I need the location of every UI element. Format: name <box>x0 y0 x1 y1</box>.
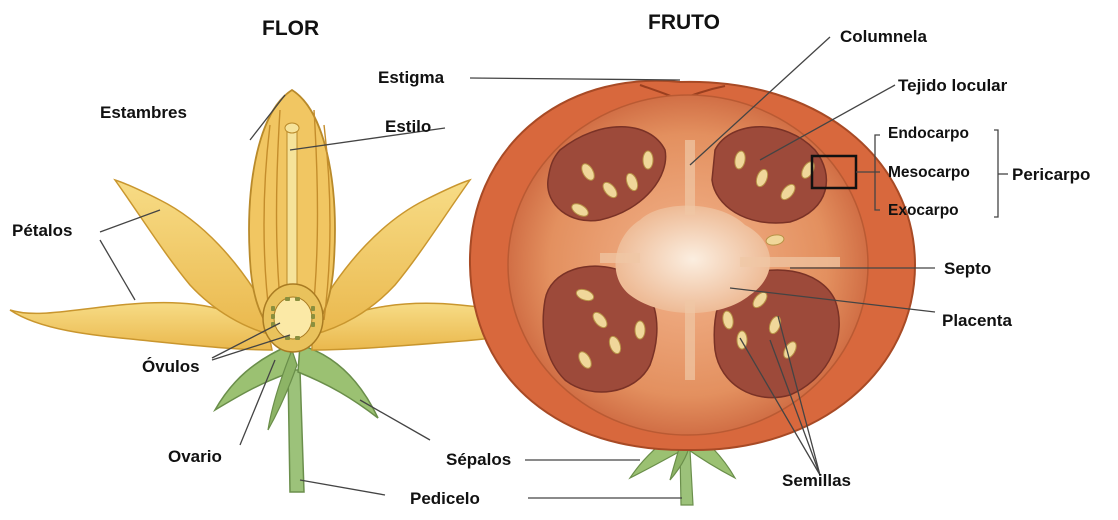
label-ovulos: Óvulos <box>142 358 200 375</box>
flower-pedicel <box>288 370 304 492</box>
fruit-title: FRUTO <box>648 12 720 33</box>
label-endocarpo: Endocarpo <box>888 126 969 142</box>
flower-title: FLOR <box>262 18 319 39</box>
label-estigma: Estigma <box>378 69 444 86</box>
label-sepalos: Sépalos <box>446 451 511 468</box>
label-estilo: Estilo <box>385 118 431 135</box>
label-placenta: Placenta <box>942 312 1012 329</box>
flower-style <box>287 128 297 298</box>
label-petalos: Pétalos <box>12 222 72 239</box>
fruit-illustration <box>470 81 915 505</box>
label-ovario: Ovario <box>168 448 222 465</box>
label-pericarpo: Pericarpo <box>1012 166 1090 183</box>
label-septo: Septo <box>944 260 991 277</box>
label-pedicelo: Pedicelo <box>410 490 480 507</box>
label-semillas: Semillas <box>782 472 851 489</box>
label-exocarpo: Exocarpo <box>888 203 959 219</box>
label-estambres: Estambres <box>100 104 187 121</box>
label-columnela: Columnela <box>840 28 927 45</box>
label-mesocarpo: Mesocarpo <box>888 165 970 181</box>
label-tejido-locular: Tejido locular <box>898 77 1007 94</box>
flower-sepal <box>298 345 378 418</box>
